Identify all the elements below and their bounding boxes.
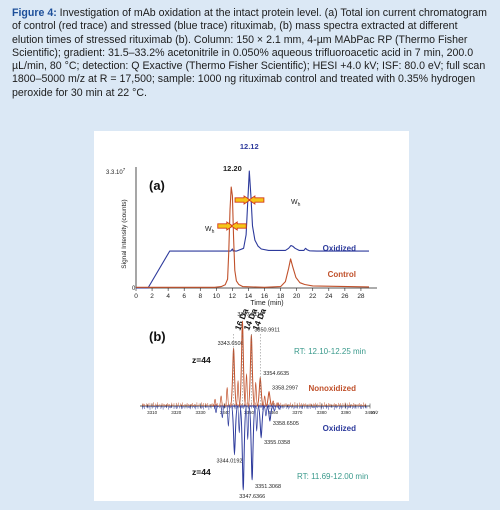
mz-axis-title: m/z [371, 410, 379, 415]
nonoxidized-peak-label: 3358.2997 [272, 386, 298, 392]
mz-tick-label: 3310 [147, 410, 158, 415]
legend-nonoxidized: Nonoxidized [308, 384, 356, 393]
oxidized-peak-label: 3351.3068 [255, 484, 281, 490]
mz-tick-label: 3380 [317, 410, 328, 415]
peak-label-12-20: 12.20 [223, 164, 242, 173]
width-arrow-oxidized-right [248, 195, 265, 205]
y-max-mantissa: 3.3.10 [106, 170, 123, 176]
rt-label-oxidized: RT: 11.69-12.00 min [297, 472, 368, 481]
mz-tick-label: 3320 [171, 410, 182, 415]
y-max-exponent: 7 [123, 167, 126, 172]
x-tick-label: 26 [341, 293, 349, 300]
mz-tick-label: 3340 [220, 410, 231, 415]
rt-label-nonoxidized: RT: 12.10-12.25 min [294, 347, 366, 356]
x-tick-label: 16 [261, 293, 269, 300]
nonoxidized-minor-peak [235, 380, 241, 407]
figure-caption: Figure 4: Investigation of mAb oxidation… [12, 7, 490, 100]
oxidized-peak [257, 405, 265, 439]
x-tick-label: 6 [182, 293, 186, 300]
x-tick-label: 2 [150, 293, 154, 300]
x-axis-title: Time (min) [250, 300, 283, 307]
panel-b-label: (b) [149, 329, 166, 344]
oxidized-peak [248, 405, 256, 481]
y-zero-label: 0 [132, 286, 136, 292]
chart-canvas: (a) 3.3.107 0 Signal Intensity (counts) … [106, 142, 379, 500]
width-arrow-control-left [217, 221, 234, 231]
panel-a-label: (a) [149, 178, 165, 193]
nonoxidized-peak-label: 3347.3110 [237, 312, 263, 318]
plot-area: (a) 3.3.107 0 Signal Intensity (counts) … [94, 131, 409, 501]
x-tick-label: 20 [293, 293, 301, 300]
nonoxidized-minor-peak [218, 395, 224, 407]
mz-tick-label: 3370 [292, 410, 303, 415]
legend-oxidized: Oxidized [323, 244, 356, 253]
nonoxidized-noise [142, 402, 368, 406]
mz-tick-label: 3390 [341, 410, 352, 415]
nonoxidized-peak [238, 320, 247, 407]
nonoxidized-minor-peak [271, 400, 276, 407]
nonoxidized-peak [229, 347, 238, 407]
width-label-control: Wh [205, 226, 215, 235]
x-tick-label: 12 [229, 293, 237, 300]
oxidized-minor-peak [245, 405, 250, 440]
x-tick-label: 4 [166, 293, 170, 300]
x-tick-label: 8 [198, 293, 202, 300]
oxidized-peak-label: 3347.6366 [239, 494, 265, 500]
oxidized-peak-label: 3344.0192 [216, 459, 242, 465]
mz-tick-label: 3330 [196, 410, 207, 415]
charge-label-nonoxidized: z=44 [192, 355, 211, 365]
nonoxidized-peak-label: 3343.6508 [218, 341, 244, 347]
series-oxidized-line [136, 170, 369, 289]
caption-text: Investigation of mAb oxidation at the in… [12, 7, 487, 99]
mz-tick-label: 3360 [268, 410, 279, 415]
nonoxidized-minor-peak [244, 373, 249, 407]
y-max-label: 3.3.107 [106, 167, 126, 176]
nonoxidized-peak-label: 3354.6635 [263, 371, 289, 377]
x-tick-label: 18 [277, 293, 285, 300]
oxidized-minor-peak [214, 405, 219, 414]
mz-tick-label: 3400 [365, 410, 376, 415]
nonoxidized-minor-peak [225, 386, 230, 407]
width-label-control-main: W [205, 226, 212, 233]
x-tick-label: 24 [325, 293, 333, 300]
nonoxidized-minor-peak [253, 381, 258, 407]
x-tick-label: 14 [245, 293, 253, 300]
x-tick-label: 28 [357, 293, 365, 300]
charge-label-oxidized: z=44 [192, 467, 211, 477]
x-tick-label: 0 [134, 293, 138, 300]
width-label-oxidized-main: W [291, 199, 298, 206]
peak-label-12-12: 12.12 [240, 142, 259, 151]
oxidized-minor-peak [272, 405, 277, 412]
width-label-control-sub: h [212, 229, 215, 235]
oxidized-peak [230, 405, 239, 456]
oxidized-peak [239, 405, 247, 491]
oxidized-minor-peak [226, 405, 231, 427]
oxidized-peak-label: 3358.6505 [273, 421, 299, 427]
nonoxidized-minor-peak [262, 395, 267, 407]
x-tick-label: 22 [309, 293, 317, 300]
oxidized-minor-peak [254, 405, 259, 432]
nonoxidized-minor-peak [213, 398, 218, 407]
mz-tick-label: 3350 [244, 410, 255, 415]
oxidized-minor-peak [220, 405, 225, 419]
width-label-oxidized: Wh [291, 199, 301, 208]
legend-control: Control [328, 270, 356, 279]
y-axis-title: Signal Intensity (counts) [121, 199, 128, 268]
figure-label: Figure 4: [12, 7, 57, 19]
oxidized-peak-label: 3355.0358 [264, 440, 290, 446]
width-arrow-oxidized-left [234, 195, 251, 205]
nonoxidized-peak [265, 391, 273, 407]
x-tick-label: 10 [213, 293, 221, 300]
oxidized-minor-peak [277, 405, 282, 410]
legend-oxidized-ms: Oxidized [323, 424, 356, 433]
width-label-oxidized-sub: h [298, 202, 301, 208]
width-arrow-control-right [230, 221, 247, 231]
nonoxidized-peak-label: 3350.9911 [254, 328, 280, 334]
oxidized-peak [266, 405, 274, 422]
oxidized-minor-peak [263, 405, 269, 417]
series-control-line [136, 186, 370, 288]
